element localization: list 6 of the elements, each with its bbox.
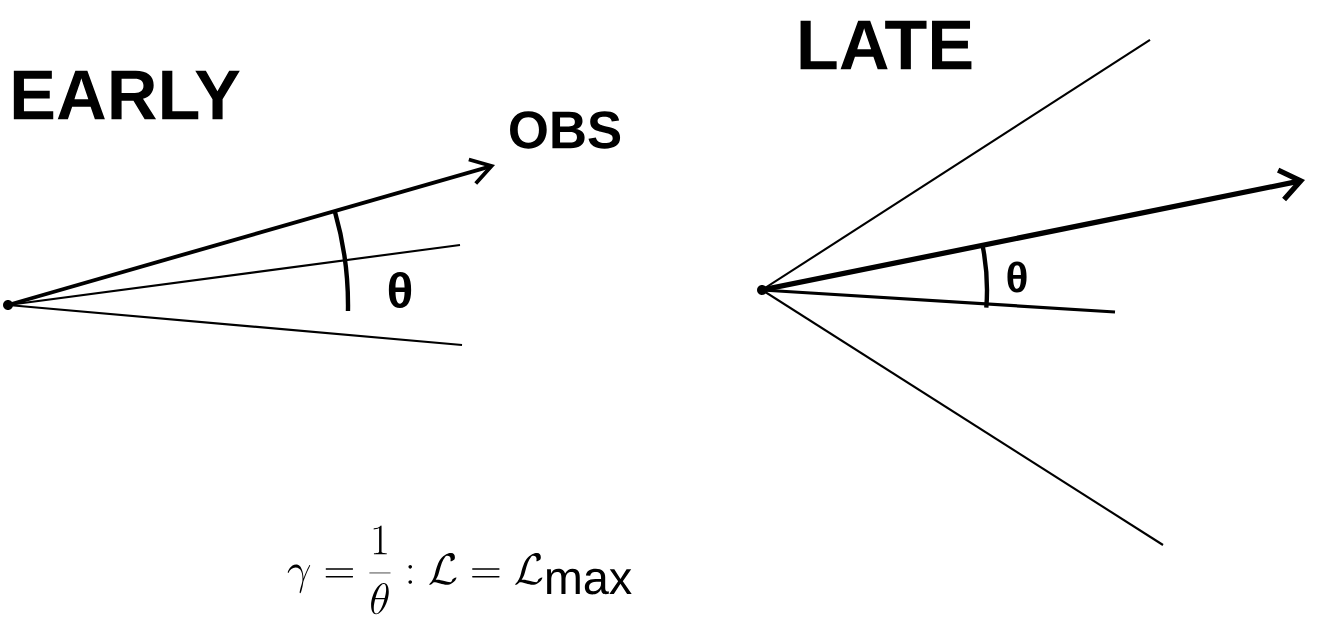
text-label: EARLY: [13, 70, 240, 120]
text-label: θ: [1007, 261, 1027, 293]
text-label: LATE: [800, 20, 972, 70]
text-label: θ: [388, 271, 412, 309]
formula: $\gamma = \frac{1}{\theta} : \mathcal{L} = \mathcal{L}_{\mathrm{max}}$: [287, 525, 632, 615]
text-label: OBS: [510, 111, 621, 149]
